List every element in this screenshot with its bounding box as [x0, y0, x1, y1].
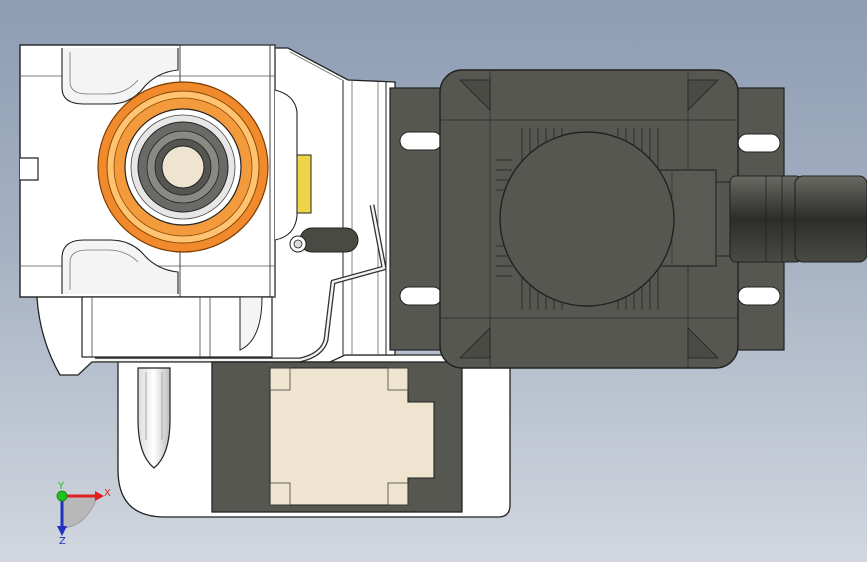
triad-z-label: Z: [59, 536, 66, 547]
bottom-clamp: [211, 361, 463, 513]
pivot-pin: [289, 227, 359, 253]
nozzle-pin: [137, 367, 171, 469]
motor-body: [439, 69, 739, 369]
solenoid-port: [97, 81, 269, 253]
wire-clip: [95, 204, 387, 363]
lower-block: [81, 296, 273, 358]
y-axis-marker: [56, 490, 68, 502]
cable-connector: [715, 175, 867, 263]
triad-x-label: X: [104, 488, 111, 499]
triad-y-label: Y: [58, 481, 65, 492]
coordinate-triad: [56, 490, 104, 536]
